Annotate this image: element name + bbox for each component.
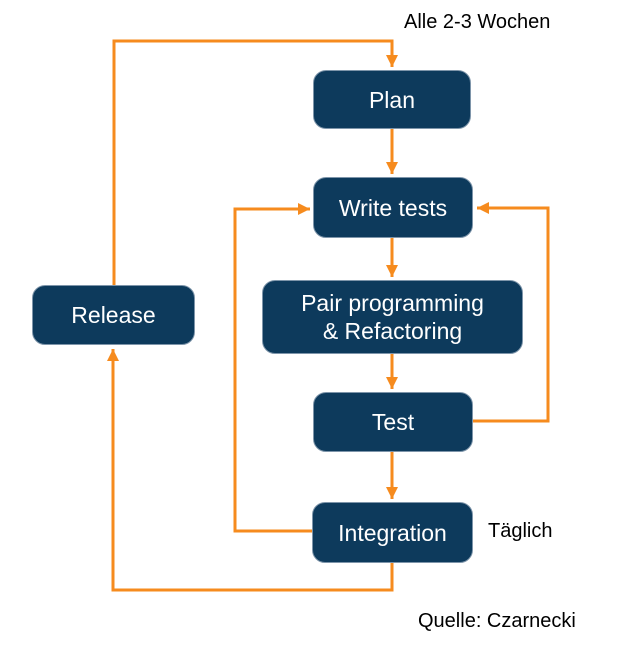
node-write-tests-label: Write tests (338, 194, 448, 221)
node-release: Release (32, 285, 195, 345)
node-plan-label: Plan (368, 86, 416, 113)
edge-integration-to-write-tests (233, 203, 312, 533)
node-pair-programming: Pair programming & Refactoring (262, 280, 523, 354)
node-pair-programming-label-line1: Pair programming (301, 290, 484, 316)
node-test: Test (313, 392, 473, 452)
node-write-tests: Write tests (313, 177, 473, 238)
source-credit-label: Quelle: Czarnecki (418, 610, 576, 632)
node-integration: Integration (312, 502, 473, 563)
node-plan: Plan (313, 70, 471, 129)
cycle-frequency-label: Alle 2-3 Wochen (404, 11, 551, 33)
node-release-label: Release (71, 302, 156, 328)
daily-frequency-label: Täglich (488, 520, 553, 542)
node-integration-label: Integration (338, 519, 447, 546)
node-pair-programming-label-line2: & Refactoring (322, 318, 463, 344)
node-test-label: Test (371, 409, 415, 435)
